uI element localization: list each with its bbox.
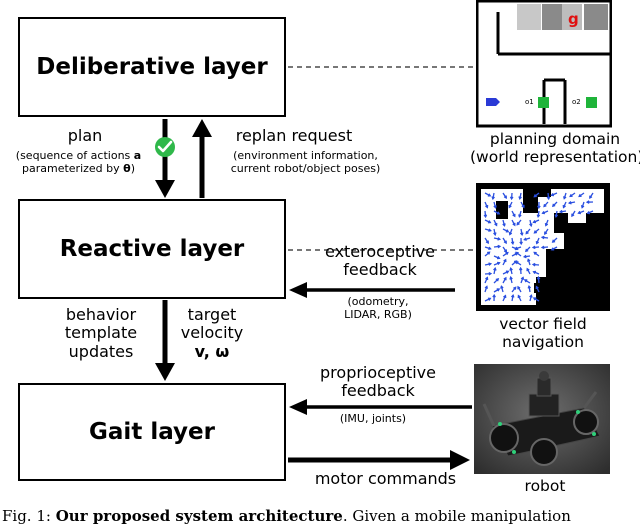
- reactive-to-gait-arrowhead: [155, 363, 175, 381]
- plan-detail: (sequence of actions a parameterized by …: [2, 150, 155, 175]
- o1-label: o1: [525, 98, 534, 106]
- gray-block-4: [584, 4, 608, 30]
- exteroceptive-detail: (odometry, LIDAR, RGB): [328, 296, 428, 321]
- object-o2: [586, 97, 597, 108]
- o2-label: o2: [572, 98, 581, 106]
- proprioceptive-label: proprioceptive feedback: [313, 364, 443, 401]
- target-velocity-label: target velocity v, ω: [177, 306, 247, 361]
- gray-block-1: [517, 4, 541, 30]
- exteroceptive-label: exteroceptive feedback: [320, 243, 440, 280]
- planning-domain-map: g o1 o2: [476, 0, 612, 128]
- motor-commands-label: motor commands: [303, 470, 468, 488]
- replan-arrowhead: [192, 119, 212, 137]
- exteroceptive-arrowhead: [289, 282, 307, 298]
- proprioceptive-detail: (IMU, joints): [318, 413, 428, 426]
- plan-arrowhead: [155, 180, 175, 198]
- behavior-template-label: behavior template updates: [56, 306, 146, 361]
- figure-caption: Fig. 1: Our proposed system architecture…: [2, 507, 571, 525]
- motor-commands-arrowhead: [450, 450, 470, 470]
- vector-field-map: [476, 183, 610, 311]
- replan-detail: (environment information, current robot/…: [213, 150, 398, 175]
- object-o1: [538, 97, 549, 108]
- planning-domain-caption: planning domain (world representation): [470, 131, 640, 167]
- robot-photo: [474, 364, 610, 474]
- goal-label: g: [568, 10, 579, 28]
- obstacle-block: [496, 201, 508, 219]
- vector-field-caption: vector field navigation: [478, 316, 608, 352]
- plan-label: plan: [55, 127, 115, 145]
- proprioceptive-arrowhead: [289, 399, 307, 415]
- robot-caption: robot: [510, 478, 580, 496]
- replan-label: replan request: [219, 127, 369, 145]
- gray-block-2: [542, 4, 562, 30]
